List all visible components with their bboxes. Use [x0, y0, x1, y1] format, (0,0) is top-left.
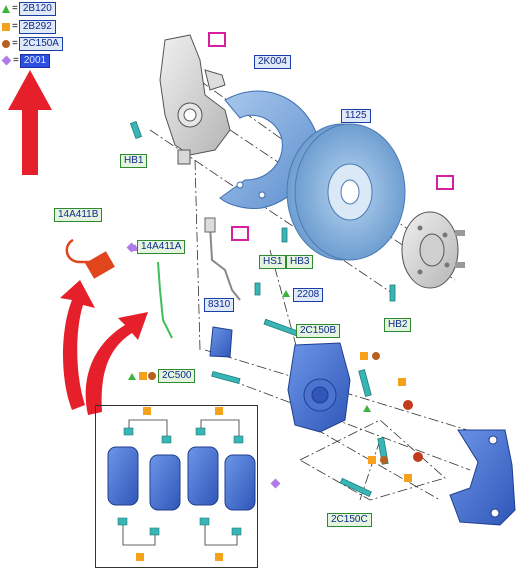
legend-row-2: = 2B292 — [2, 19, 56, 34]
square-icon — [2, 22, 10, 31]
legend-equals: = — [12, 38, 18, 49]
legend-code-1[interactable]: 2B120 — [18, 1, 56, 16]
pad-8310 — [209, 326, 233, 358]
triangle-icon — [2, 4, 10, 13]
caliper-bracket — [449, 429, 516, 526]
label-caliper-kit[interactable]: 2C500 — [158, 369, 196, 383]
label-pads[interactable]: 8310 — [204, 298, 235, 312]
label-sensor-a[interactable]: 14A411A — [137, 240, 186, 254]
red-arrows — [8, 70, 148, 415]
label-hb1[interactable]: HB1 — [120, 154, 148, 168]
label-hs1[interactable]: HS1 — [259, 255, 287, 269]
legend-row-4: = 2001 — [1, 53, 51, 68]
label-sensor-b[interactable]: 14A411B — [54, 208, 103, 222]
wear-sensor-wire — [157, 261, 173, 339]
bushings — [403, 400, 423, 462]
legend-code-3[interactable]: 2C150A — [18, 36, 63, 51]
legend-code-2[interactable]: 2B292 — [18, 19, 56, 34]
label-bolt-c[interactable]: 2C150C — [327, 513, 372, 527]
circle-icon — [2, 39, 10, 48]
label-disc[interactable]: 1125 — [341, 109, 371, 123]
legend-equals: = — [13, 55, 19, 66]
arrow-marker-hub[interactable] — [436, 175, 454, 190]
pad-kit-box — [95, 405, 258, 568]
caliper — [287, 342, 351, 433]
label-dust-shield[interactable]: 2K004 — [254, 55, 291, 69]
legend-row-1: = 2B120 — [2, 1, 56, 16]
legend-row-3: = 2C150A — [2, 36, 63, 51]
red-sensor — [65, 238, 115, 279]
brake-disc — [286, 123, 406, 261]
arrow-marker-knuckle[interactable] — [208, 32, 226, 47]
legend-code-4[interactable]: 2001 — [19, 53, 51, 68]
legend-equals: = — [12, 3, 18, 14]
sensor-harness — [209, 224, 241, 301]
sensor-clip — [204, 217, 216, 233]
arrow-marker-sensor[interactable] — [231, 226, 249, 241]
wheel-hub — [401, 211, 465, 289]
legend-equals: = — [12, 21, 18, 32]
pad-kit-contents — [107, 407, 256, 561]
label-hb2[interactable]: HB2 — [384, 318, 412, 332]
label-hb3[interactable]: HB3 — [286, 255, 314, 269]
diamond-icon — [1, 55, 12, 66]
label-bleed[interactable]: 2208 — [293, 288, 324, 302]
steering-knuckle — [159, 34, 231, 165]
label-bolt-b[interactable]: 2C150B — [296, 324, 341, 338]
